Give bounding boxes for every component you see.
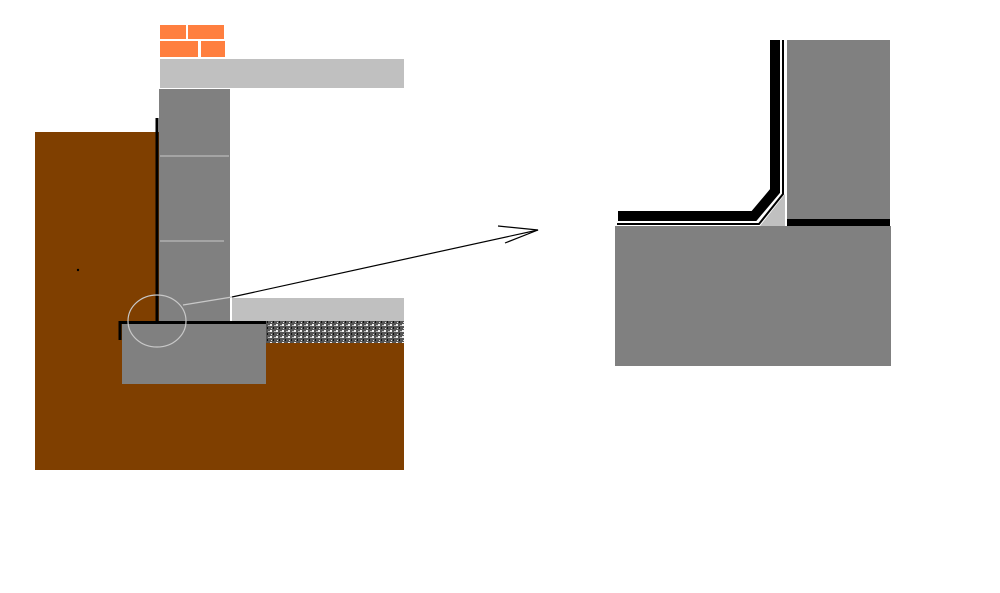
basement-floor-slab (232, 298, 404, 321)
membrane-under-wall (787, 219, 890, 226)
callout-line-inner (182, 296, 233, 306)
membrane-outer (618, 40, 780, 221)
floor-slab-top (160, 59, 404, 88)
gravel-bed (266, 321, 404, 343)
footing (122, 322, 266, 384)
foundation-wall (159, 89, 230, 322)
detail-circle (127, 294, 187, 348)
detail-enlargement (615, 40, 891, 366)
waterproofing-membrane (118, 118, 266, 340)
footing-detail (615, 226, 891, 366)
membrane-inner (617, 40, 784, 225)
section-view (35, 25, 539, 470)
cant-strip (760, 194, 785, 226)
arrowhead-icon (497, 225, 539, 244)
brick-course (160, 25, 225, 57)
soil-marker (76, 268, 80, 272)
callout-arrow (231, 229, 539, 298)
wall-detail (787, 40, 890, 226)
